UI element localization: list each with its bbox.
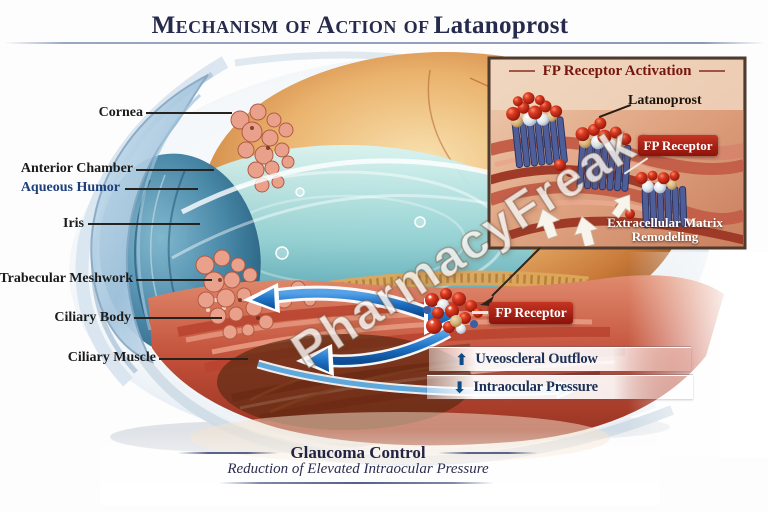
uveoscleral-outflow-bar: ⬆ Uveoscleral Outflow — [429, 347, 691, 371]
inset-title-dash-left — [508, 70, 535, 72]
label-iris: Iris — [63, 216, 84, 231]
matrix-note-line2: Remodeling — [631, 229, 699, 245]
fp-receptor-badge: FP Receptor — [489, 302, 573, 324]
matrix-remodeling-note: Extracellular Matrix Remodeling — [588, 215, 742, 245]
intraocular-pressure-label: Intraocular Pressure — [473, 379, 598, 395]
uveoscleral-outflow-label: Uveoscleral Outflow — [475, 351, 598, 367]
label-cornea: Cornea — [98, 105, 143, 120]
title-prefix: Mechanism of Action of — [151, 12, 430, 39]
label-ciliary-muscle: Ciliary Muscle — [67, 350, 156, 365]
label-ciliary-body: Ciliary Body — [54, 310, 131, 325]
inset-title-text: FP Receptor Activation — [542, 62, 692, 79]
leader-line-ciliary-muscle — [159, 358, 248, 360]
cornea-dome — [90, 74, 209, 364]
down-arrow-icon: ⬇ — [453, 377, 467, 397]
footer-heading: Glaucoma Control — [290, 443, 426, 462]
label-anterior-chamber: Anterior Chamber — [20, 161, 133, 176]
up-arrow-icon: ⬆ — [455, 349, 469, 369]
bubbles — [275, 187, 426, 260]
footer-subheading: Reduction of Elevated Intraocular Pressu… — [227, 461, 489, 477]
receptor-bundle — [506, 92, 568, 169]
leader-line-aqueous-humor — [125, 188, 198, 190]
label-aqueous-humor: Aqueous Humor — [20, 180, 120, 195]
label-trabecular-meshwork: Trabecular Meshwork — [0, 271, 133, 286]
fp-receptor-badge-leader — [472, 311, 488, 314]
inset-latanoprost-label: Latanoprost — [628, 93, 702, 108]
leader-line-anterior-chamber — [136, 169, 214, 171]
footer-heading-row: Glaucoma Control — [138, 443, 578, 463]
title-divider — [4, 42, 764, 44]
page-title: Mechanism of Action of Latanoprost — [0, 12, 720, 40]
receptor-bundle — [635, 170, 688, 229]
return-flow-arrow — [296, 326, 452, 376]
remodeling-arrows — [536, 194, 631, 246]
footer-divider — [219, 482, 494, 484]
footer-dash-left — [178, 452, 279, 454]
intraocular-pressure-bar: ⬇ Intraocular Pressure — [427, 375, 693, 399]
footer-dash-right — [437, 452, 538, 454]
receptor-bundle — [575, 117, 632, 192]
leader-line-iris — [88, 223, 200, 225]
matrix-note-line1: Extracellular Matrix — [607, 215, 723, 230]
leader-line-trabecular-meshwork — [136, 279, 212, 281]
inset-title: FP Receptor Activation — [492, 60, 742, 82]
leader-line-ciliary-body — [134, 317, 222, 319]
inset-fp-receptor-badge: FP Receptor — [638, 135, 718, 156]
latanoprost-molecules — [423, 288, 483, 334]
title-drug-name: Latanoprost — [433, 12, 569, 39]
leader-line-cornea — [146, 112, 232, 114]
inset-title-dash-right — [699, 70, 726, 72]
